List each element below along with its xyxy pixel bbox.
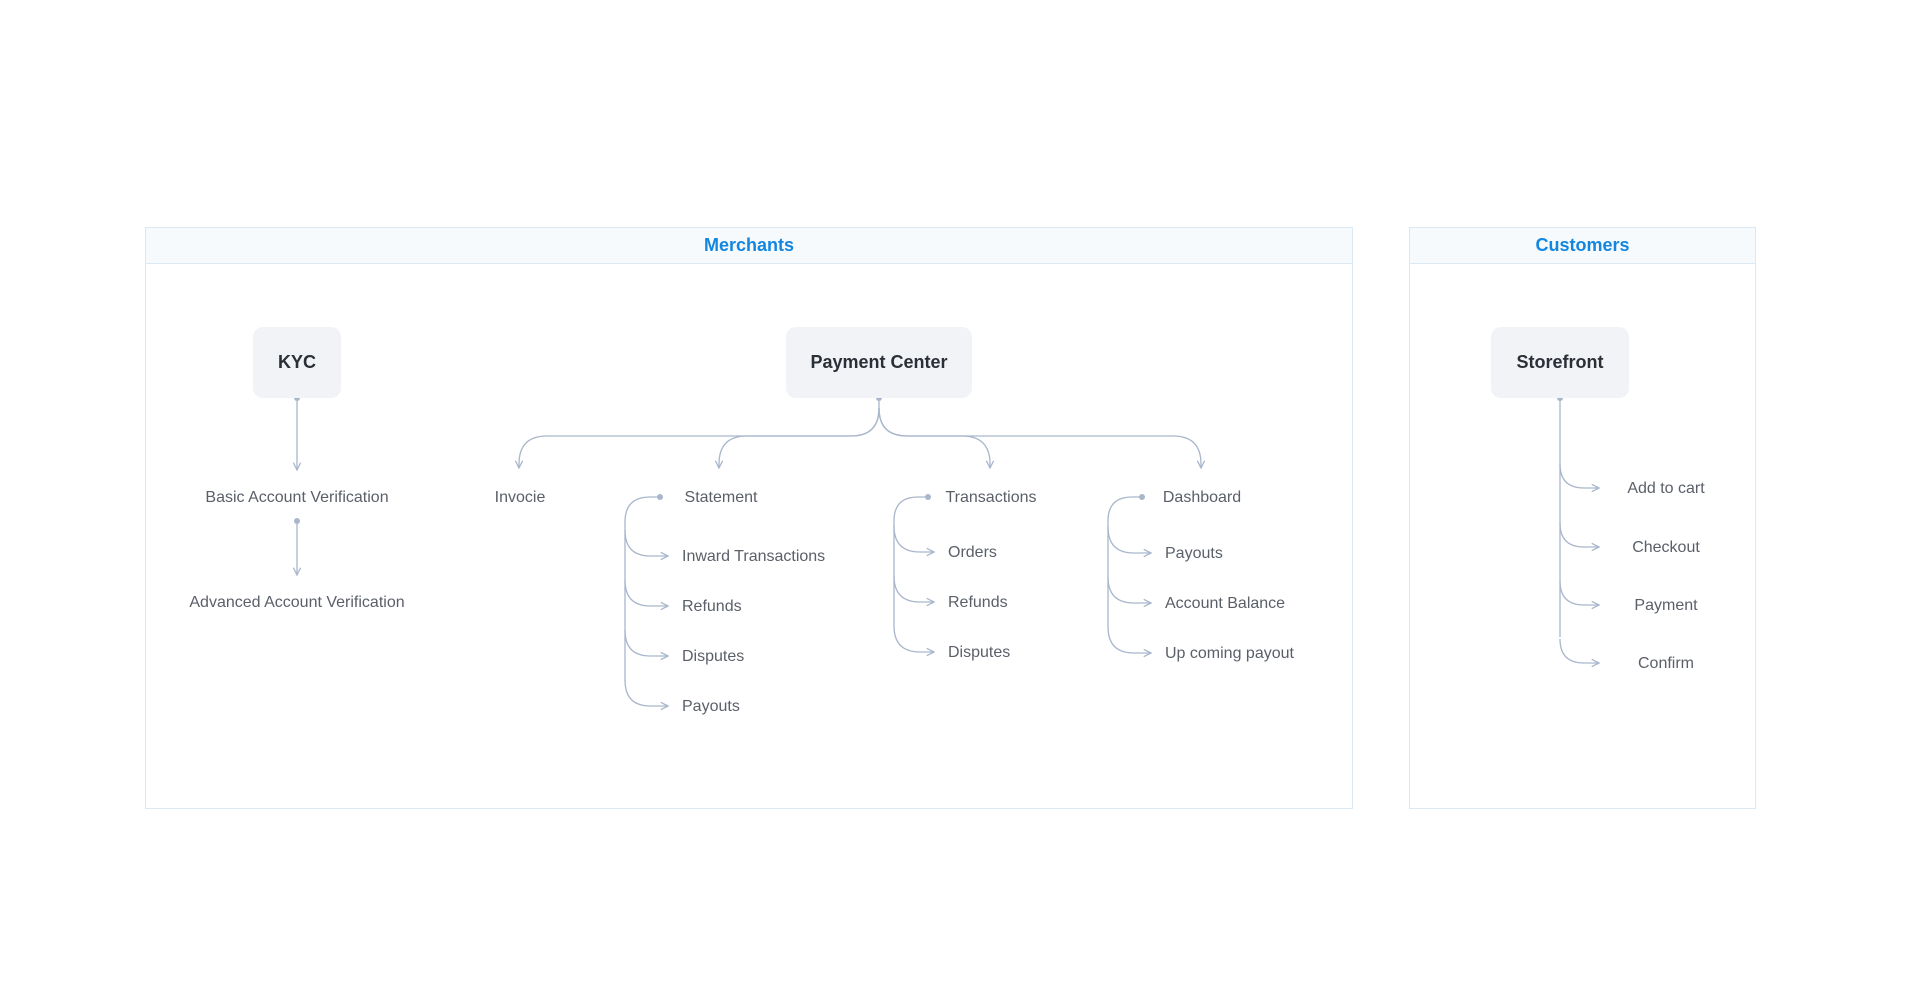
kyc-advanced-verification: Advanced Account Verification xyxy=(189,594,405,611)
storefront-item-checkout[interactable]: Checkout xyxy=(1632,539,1700,556)
statement-item-payouts[interactable]: Payouts xyxy=(682,698,740,715)
kyc-node-label: KYC xyxy=(277,352,316,372)
storefront-item-payment[interactable]: Payment xyxy=(1634,597,1698,614)
kyc-node[interactable]: KYC xyxy=(253,327,341,398)
transactions-label[interactable]: Transactions xyxy=(945,489,1037,506)
payment-center-node[interactable]: Payment Center xyxy=(786,327,972,398)
dashboard-item-upcoming-payout[interactable]: Up coming payout xyxy=(1165,645,1294,662)
statement-item-disputes[interactable]: Disputes xyxy=(682,648,745,665)
storefront-node-label: Storefront xyxy=(1516,352,1604,372)
statement-item-refunds[interactable]: Refunds xyxy=(682,598,742,615)
invoice-label[interactable]: Invocie xyxy=(494,489,546,506)
storefront-item-confirm[interactable]: Confirm xyxy=(1637,655,1695,672)
dashboard-label[interactable]: Dashboard xyxy=(1162,489,1242,506)
dashboard-item-payouts[interactable]: Payouts xyxy=(1165,545,1223,562)
transactions-item-refunds[interactable]: Refunds xyxy=(948,594,1008,611)
transactions-item-disputes[interactable]: Disputes xyxy=(948,644,1011,661)
merchants-panel-title: Merchants xyxy=(146,228,1352,264)
kyc-basic-verification: Basic Account Verification xyxy=(205,489,389,506)
customers-panel-title: Customers xyxy=(1410,228,1755,264)
payment-center-node-label: Payment Center xyxy=(810,352,948,372)
storefront-node[interactable]: Storefront xyxy=(1491,327,1629,398)
statement-item-inward-transactions[interactable]: Inward Transactions xyxy=(682,548,826,565)
storefront-item-add-to-cart[interactable]: Add to cart xyxy=(1627,480,1705,497)
dashboard-item-account-balance[interactable]: Account Balance xyxy=(1165,595,1286,612)
merchants-panel: Merchants xyxy=(145,227,1353,809)
transactions-item-orders[interactable]: Orders xyxy=(948,544,997,561)
customers-panel: Customers xyxy=(1409,227,1756,809)
statement-label[interactable]: Statement xyxy=(684,489,758,506)
